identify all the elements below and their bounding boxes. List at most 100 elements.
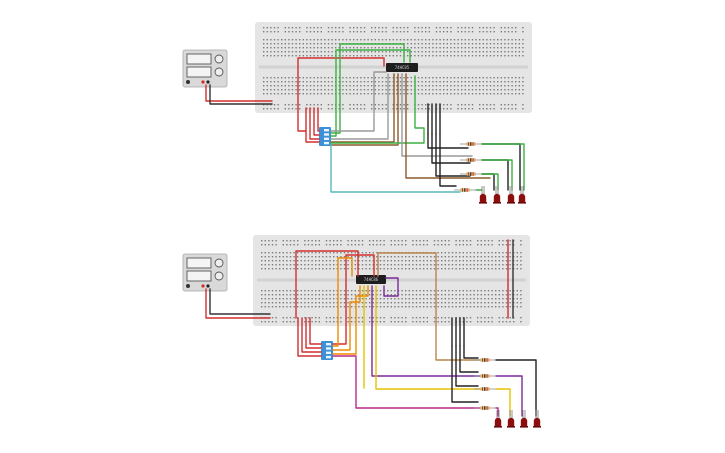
hole[interactable] [518,93,520,95]
hole[interactable] [327,51,330,53]
hole[interactable] [313,51,315,53]
hole[interactable] [511,39,513,41]
hole[interactable] [507,81,510,83]
hole[interactable] [522,55,524,57]
hole[interactable] [461,55,463,57]
hole[interactable] [345,93,348,95]
hole[interactable] [484,298,486,300]
hole[interactable] [270,81,272,83]
hole[interactable] [311,264,313,266]
hole[interactable] [509,306,511,308]
hole[interactable] [369,260,371,262]
hole[interactable] [356,27,358,29]
hole[interactable] [266,43,268,45]
hole[interactable] [307,264,310,266]
hole[interactable] [435,27,438,29]
hole[interactable] [425,47,427,49]
hole[interactable] [313,89,315,91]
hole[interactable] [383,298,385,300]
hole[interactable] [361,306,364,308]
hole[interactable] [376,290,378,292]
hole[interactable] [288,77,290,79]
hole[interactable] [497,77,499,79]
hole[interactable] [284,108,286,110]
hole[interactable] [520,268,522,270]
hole[interactable] [511,27,513,29]
hole[interactable] [471,39,474,41]
hole[interactable] [394,306,396,308]
hole[interactable] [291,47,294,49]
hole[interactable] [300,306,302,308]
hole[interactable] [480,317,482,319]
hole[interactable] [342,47,344,49]
hole[interactable] [446,55,448,57]
hole[interactable] [302,55,304,57]
hole[interactable] [313,81,315,83]
hole[interactable] [405,317,407,319]
hole[interactable] [407,81,409,83]
hole[interactable] [281,81,283,83]
hole[interactable] [403,77,405,79]
hole[interactable] [412,317,414,319]
hole[interactable] [448,256,450,258]
hole[interactable] [439,85,441,87]
hole[interactable] [367,85,369,87]
hole[interactable] [489,85,492,87]
jumper-wire[interactable] [332,254,375,345]
hole[interactable] [304,302,306,304]
hole[interactable] [374,108,376,110]
hole[interactable] [473,306,475,308]
hole[interactable] [389,89,391,91]
hole[interactable] [502,264,504,266]
hole[interactable] [504,39,506,41]
hole[interactable] [309,81,312,83]
hole[interactable] [333,268,335,270]
hole[interactable] [407,93,409,95]
hole[interactable] [299,108,301,110]
hole[interactable] [289,294,292,296]
hole[interactable] [520,298,522,300]
hole[interactable] [295,108,297,110]
hole[interactable] [288,27,290,29]
hole[interactable] [347,317,349,319]
hole[interactable] [489,108,492,110]
hole[interactable] [327,89,330,91]
hole[interactable] [399,47,402,49]
hole[interactable] [441,260,443,262]
hole[interactable] [281,55,283,57]
hole[interactable] [477,302,479,304]
hole[interactable] [338,31,340,33]
hole[interactable] [291,89,294,91]
hole[interactable] [266,39,268,41]
hole[interactable] [500,39,502,41]
hole[interactable] [453,93,456,95]
hole[interactable] [461,89,463,91]
hole[interactable] [469,240,472,242]
hole[interactable] [295,39,297,41]
hole[interactable] [443,47,445,49]
hole[interactable] [507,85,510,87]
hole[interactable] [315,290,317,292]
hole[interactable] [381,77,384,79]
hole[interactable] [327,55,330,57]
hole[interactable] [378,77,380,79]
hole[interactable] [504,85,506,87]
hole[interactable] [320,85,322,87]
hole[interactable] [505,306,508,308]
hole[interactable] [522,51,524,53]
hole[interactable] [349,55,351,57]
hole[interactable] [369,290,371,292]
hole[interactable] [430,290,432,292]
hole[interactable] [471,31,474,33]
hole[interactable] [317,77,319,79]
hole[interactable] [291,108,294,110]
hole[interactable] [329,268,331,270]
hole[interactable] [291,104,294,106]
hole[interactable] [381,51,384,53]
hole[interactable] [486,27,488,29]
hole[interactable] [367,93,369,95]
hole[interactable] [486,81,488,83]
hole[interactable] [363,89,366,91]
hole[interactable] [505,240,508,242]
hole[interactable] [293,306,295,308]
